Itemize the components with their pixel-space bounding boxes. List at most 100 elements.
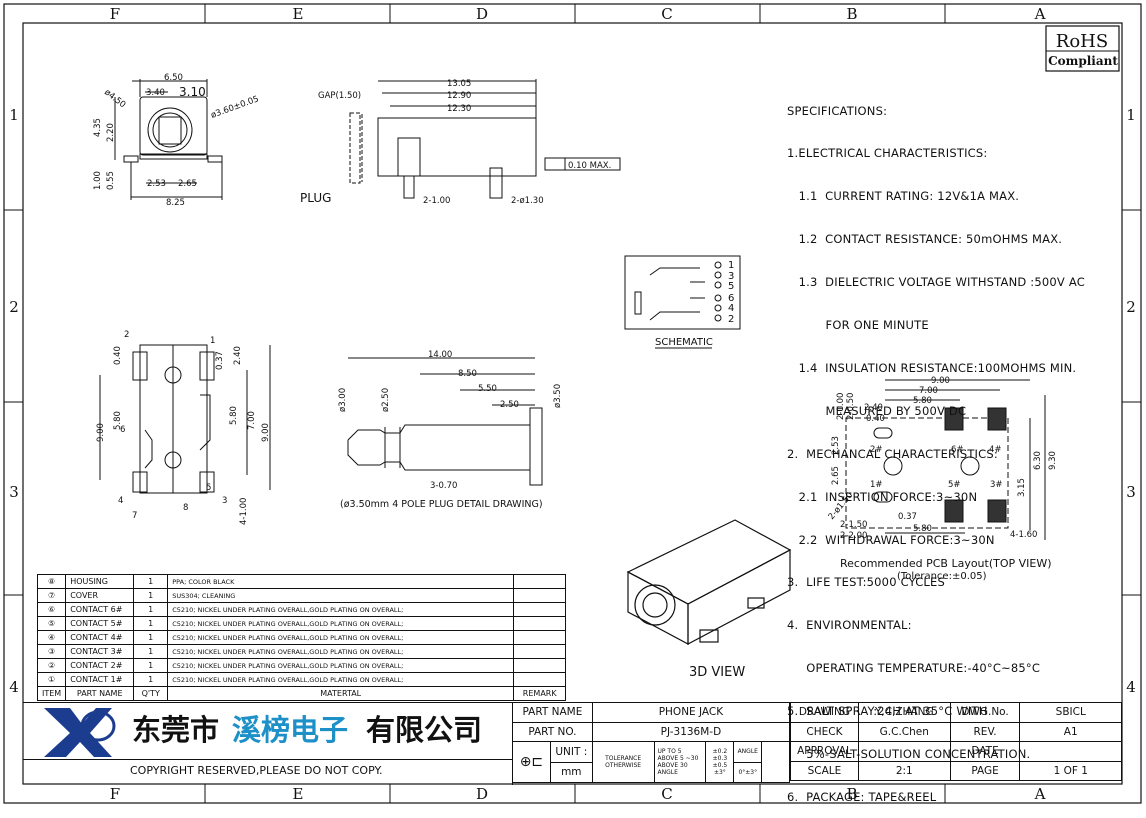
- dim-text: 5.80: [913, 396, 932, 406]
- bom-item: ①: [36, 672, 67, 687]
- dim-text: 0.55: [106, 171, 116, 190]
- dim-text: 2.20: [106, 123, 116, 142]
- dim-text: 7.00: [919, 386, 938, 396]
- dim-text: 12.90: [447, 91, 471, 101]
- bom-material: C5210; NICKEL UNDER PLATING OVERALL,GOLD…: [167, 630, 515, 645]
- col-label-bottom: A: [1034, 785, 1046, 803]
- dim-text: 8.25: [166, 198, 185, 208]
- col-label-bottom: D: [476, 785, 488, 803]
- scale-value: 2:1: [857, 760, 951, 781]
- pcb-pad-label: 5#: [948, 480, 961, 490]
- dim-text: 2.50: [500, 400, 519, 410]
- rev-label: REV.: [949, 721, 1021, 742]
- callout: 5: [206, 483, 211, 493]
- company-name: 东莞市 溪榜电子 有限公司: [132, 713, 482, 747]
- dim-text: 9.00: [261, 423, 271, 442]
- pcb-pad-label: 4#: [989, 445, 1002, 455]
- bom-material: C5210; NICKEL UNDER PLATING OVERALL,GOLD…: [167, 602, 515, 617]
- bom-material: C5210; NICKEL UNDER PLATING OVERALL,GOLD…: [167, 644, 515, 659]
- pcb-pad-label: 6#: [951, 445, 964, 455]
- row-label-left: 1: [9, 106, 19, 124]
- approval-value: [857, 741, 951, 762]
- bom-header-name: PART NAME: [65, 686, 135, 701]
- check-value: G.C.Chen: [857, 721, 951, 742]
- copyright-row: [23, 759, 512, 785]
- callout: 3: [222, 496, 227, 506]
- bom-part-name: CONTACT 6#: [65, 602, 135, 617]
- bom-item: ③: [36, 644, 67, 659]
- dim-text: 5.80: [229, 406, 239, 425]
- dim-text: 14.00: [428, 350, 452, 360]
- dwgno-label: DWG.No.: [949, 702, 1021, 723]
- bom-part-name: COVER: [65, 588, 135, 603]
- 3d-view-label: 3D VIEW: [689, 665, 745, 680]
- bom-item: ④: [36, 630, 67, 645]
- front-view-dims: 6.50 3.40 3.10 ø4.50 ø3.60±0.05 4.35 2.2…: [93, 73, 260, 208]
- bom-qty: 1: [133, 588, 169, 603]
- callout: 8: [183, 503, 188, 513]
- bom-header-remark: REMARK: [513, 686, 567, 701]
- projection-symbol: ⊕⊏: [512, 741, 551, 783]
- dim-text: 2.40: [864, 403, 883, 413]
- bom-part-name: CONTACT 4#: [65, 630, 135, 645]
- pcb-pad: [987, 407, 1007, 431]
- spec-line: 1.1 CURRENT RATING: 12V&1A MAX.: [787, 189, 1020, 204]
- bom-qty: 1: [133, 672, 169, 687]
- dim-text: 0.37: [898, 512, 917, 522]
- company-name-c: 有限公司: [366, 713, 482, 747]
- dim-text: 12.30: [447, 104, 471, 114]
- col-label-bottom: E: [293, 785, 304, 803]
- dim-text: 0.40: [866, 414, 885, 424]
- callout: 7: [132, 511, 137, 521]
- schematic: [624, 255, 741, 349]
- spec-line: 3. LIFE TEST:5000 CYCLES: [787, 575, 945, 590]
- bom-material: C5210; NICKEL UNDER PLATING OVERALL,GOLD…: [167, 672, 515, 687]
- bom-qty: 1: [133, 616, 169, 631]
- part-no-label: PART NO.: [512, 721, 593, 742]
- dim-text: ø3.60±0.05: [210, 94, 261, 121]
- front-view: [114, 79, 223, 200]
- dim-text: 5.80: [913, 524, 932, 534]
- unit-label: UNIT :: [549, 741, 593, 763]
- dim-text: 13.05: [447, 79, 471, 89]
- check-label: CHECK: [790, 721, 859, 742]
- row-label-left: 3: [9, 483, 19, 501]
- drawing-value: Y,C,ZHANG: [857, 702, 951, 723]
- pcb-pad-label: 3#: [990, 480, 1003, 490]
- tol-value: ±3°: [713, 769, 726, 776]
- schematic-pin: 4: [728, 303, 734, 314]
- plug-caption: (ø3.50mm 4 POLE PLUG DETAIL DRAWING): [340, 499, 543, 510]
- angle-value-cell: [761, 741, 790, 783]
- bom-remark: [513, 644, 567, 659]
- bom-header-material: MATERTAL: [167, 686, 515, 701]
- spec-line: 1.3 DIELECTRIC VOLTAGE WITHSTAND :500V A…: [787, 275, 1085, 290]
- rohs-label: RoHS: [1056, 31, 1108, 52]
- bom-material: C5210; NICKEL UNDER PLATING OVERALL,GOLD…: [167, 658, 515, 673]
- inner-border: [22, 22, 1123, 785]
- dim-text: 0.40: [113, 346, 123, 365]
- bom-remark: [513, 574, 567, 589]
- col-label-top: C: [661, 5, 672, 23]
- grid-ticks: [4, 4, 1141, 803]
- spec-line: OPERATING TEMPERATURE:-40°C~85°C: [787, 661, 1041, 676]
- pcb-caption: Recommended PCB Layout(TOP VIEW): [840, 557, 1052, 570]
- callout: 1: [210, 336, 215, 346]
- tol-range: ANGLE: [657, 769, 678, 776]
- bom-header-item: ITEM: [36, 686, 67, 701]
- col-label-top: D: [476, 5, 488, 23]
- bom-item: ⑥: [36, 602, 67, 617]
- top-view: [99, 344, 271, 494]
- tol-range: ABOVE 5 ~30: [657, 755, 699, 762]
- top-view-dims: 0.40 2.40 0.37 5.80 5.80 7.00 9.00 9.00 …: [96, 330, 271, 525]
- rev-value: A1: [1019, 721, 1122, 742]
- bom-item: ⑦: [36, 588, 67, 603]
- row-label-right: 2: [1126, 298, 1136, 316]
- pcb-pads: [944, 407, 1007, 523]
- bom-qty: 1: [133, 602, 169, 617]
- part-no-value: PJ-3136M-D: [591, 721, 791, 742]
